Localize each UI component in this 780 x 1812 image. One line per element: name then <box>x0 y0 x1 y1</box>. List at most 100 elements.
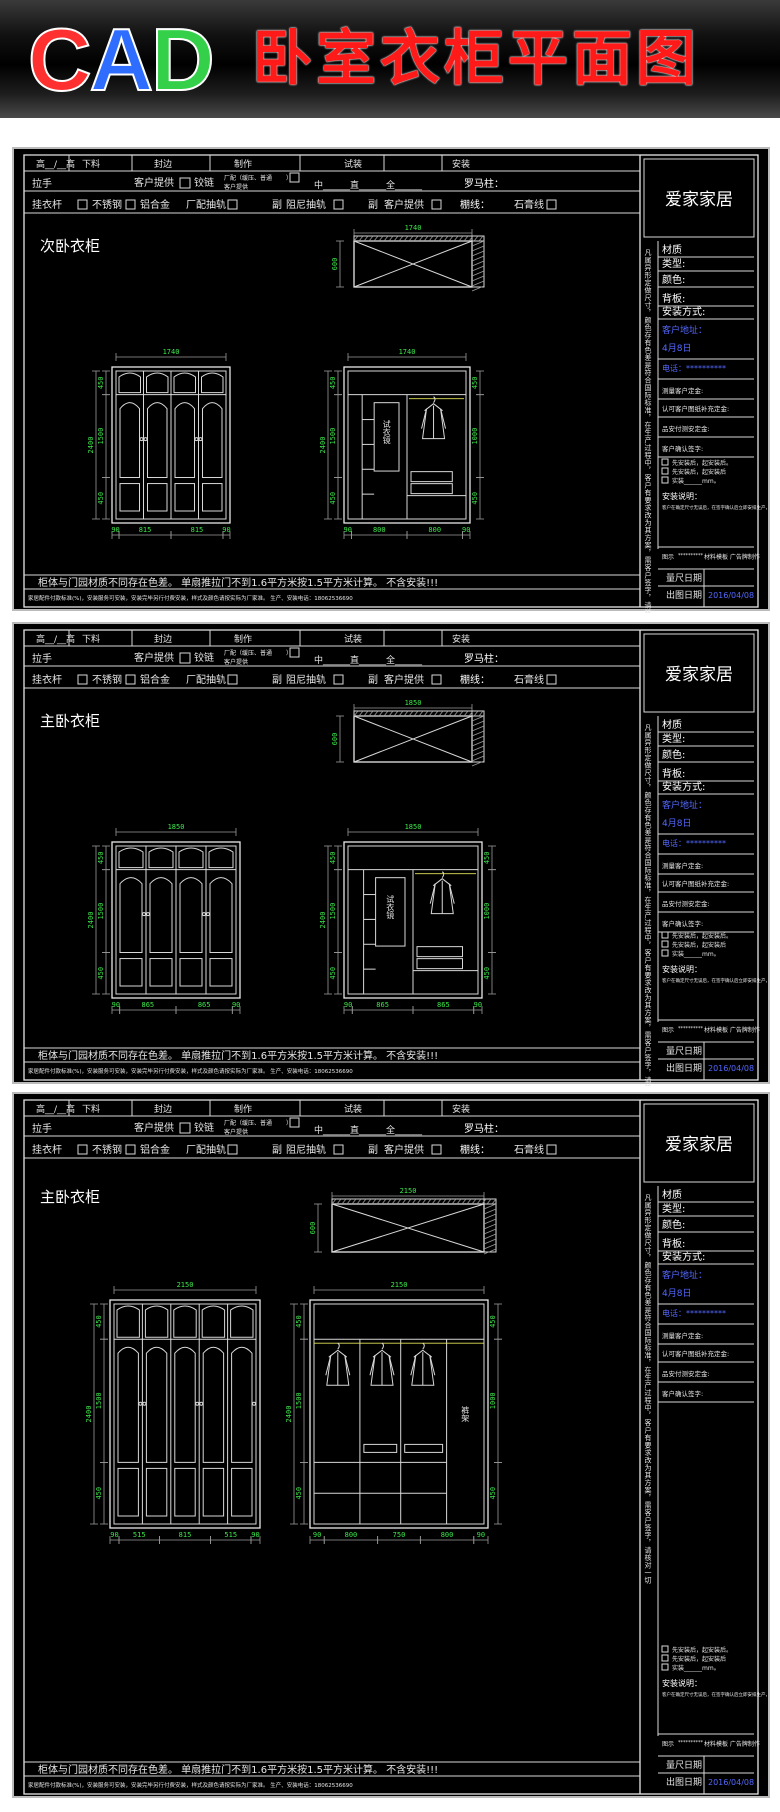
door-mid-panel <box>119 877 143 954</box>
hatch <box>483 1208 497 1215</box>
aluminum-label: 铝合金 <box>140 1143 170 1156</box>
dim-label: 1850 <box>405 823 422 831</box>
roman-column-label: 罗马柱： <box>464 652 504 665</box>
damper-rail-label: 阻尼抽轨 <box>286 1143 326 1156</box>
dim-label: 90 <box>110 1531 118 1539</box>
hatch <box>383 710 389 717</box>
dim-label: 2150 <box>177 1281 194 1289</box>
hatch <box>483 1243 497 1250</box>
hatch <box>408 235 414 242</box>
hatch <box>483 1228 497 1235</box>
dim-label: 800 <box>428 526 441 534</box>
dim-label: 1500 <box>329 428 337 445</box>
checkbox <box>77 1144 88 1155</box>
spec-label-1: 类型: <box>662 257 685 270</box>
room-title: 主卧衣柜 <box>40 1188 100 1206</box>
door-bottom-panel <box>209 958 233 987</box>
spec-row-3: 客户确认签字: <box>662 444 703 453</box>
spec-label-3: 背板: <box>662 767 685 780</box>
dim-label: 90 <box>111 526 119 534</box>
sign-stars: ********** <box>678 553 704 559</box>
hatch <box>471 265 485 272</box>
checkbox <box>546 674 557 685</box>
dim-label: 1500 <box>97 903 105 920</box>
checkbox <box>227 1144 238 1155</box>
company-box <box>643 1103 755 1183</box>
dim-label: 600 <box>331 258 339 271</box>
door-mid-panel <box>231 1346 253 1463</box>
spec-label-2: 颜色: <box>662 748 685 761</box>
spec-label-3: 背板: <box>662 292 685 305</box>
dim-label: 90 <box>112 1001 120 1009</box>
checkbox <box>661 940 669 948</box>
note-2: 家居配件付款标准(%)，安装服务可安装，安装完毕另行付费安装，样式及颜色请按实际… <box>28 594 353 602</box>
hatch <box>433 710 439 717</box>
dim-label: 2400 <box>85 1406 93 1423</box>
door-bottom-panel <box>202 1467 225 1517</box>
checkbox <box>661 1654 669 1662</box>
dim-label: 2400 <box>319 437 327 454</box>
sign-stars: ********** <box>678 1740 704 1746</box>
hatch <box>468 235 474 242</box>
dim-label: 1850 <box>168 823 185 831</box>
hatch <box>336 1198 342 1205</box>
hatch <box>406 1198 412 1205</box>
form-stage-0: 高__/__高 <box>36 158 75 170</box>
door-knob <box>202 912 206 917</box>
door-top-panel <box>118 847 144 869</box>
dim-label: 450 <box>329 492 337 505</box>
dim-label: 450 <box>489 1315 497 1328</box>
door-mid-panel <box>179 877 203 954</box>
spec-row-1: 认可客户图纸补充定金: <box>662 404 729 413</box>
door-bottom-panel <box>117 1467 139 1517</box>
door-bottom-panel <box>119 958 143 987</box>
damper-unit: 副 <box>368 1144 378 1156</box>
dim-label: 1500 <box>295 1392 303 1409</box>
stainless-label: 不锈钢 <box>92 1143 122 1156</box>
door-mid-panel <box>202 402 223 479</box>
sign-label: 图示 <box>662 1027 674 1034</box>
form-stage-2: 封边 <box>154 1103 172 1115</box>
dim-label: 1000 <box>471 428 479 445</box>
door-mid-panel <box>174 402 195 479</box>
dim-label: 515 <box>133 1531 146 1539</box>
dim-label: 800 <box>373 526 386 534</box>
door-top-panel <box>173 1305 197 1338</box>
hatch <box>418 235 424 242</box>
handle-label: 拉手 <box>32 652 52 665</box>
coat-sleeve <box>440 408 447 429</box>
door-bottom-panel <box>119 483 140 512</box>
stainless-label: 不锈钢 <box>92 673 122 686</box>
form-stage-2: 封边 <box>154 158 172 170</box>
hatch <box>471 280 485 287</box>
hanger-hook <box>441 871 445 878</box>
notice-text: 客户在确定尺寸无误后，在签字确认后立即安排生产，生产完毕后由厂家负责送货上门安装… <box>662 977 768 984</box>
checkbox <box>333 674 344 685</box>
door-top-panel <box>201 372 224 394</box>
hatch <box>453 710 459 717</box>
hatch <box>436 1198 442 1205</box>
hatch <box>403 710 409 717</box>
hatch <box>448 235 454 242</box>
form-stage-1: 下料 <box>82 1103 100 1115</box>
checkbox <box>227 674 238 685</box>
dim-label: 450 <box>295 1487 303 1500</box>
door-mid-panel <box>117 1346 139 1463</box>
door-bottom-panel <box>149 958 173 987</box>
door-top-panel <box>230 1305 254 1338</box>
door-top-panel <box>178 847 204 869</box>
molding-label: 棚线： <box>460 1143 490 1156</box>
plan-diag <box>353 240 473 288</box>
checkbox <box>661 931 669 939</box>
hanger-label: 挂衣杆 <box>32 673 62 686</box>
dim-label: 1500 <box>329 903 337 920</box>
door-knob <box>146 912 150 917</box>
hatch <box>361 1198 367 1205</box>
checkbox <box>125 674 136 685</box>
sign-value: 材料模板 广告牌制作 <box>704 1026 760 1034</box>
checkbox <box>125 199 136 210</box>
front-outline <box>111 841 241 999</box>
form-stage-4: 试装 <box>344 1103 362 1115</box>
hatch <box>458 710 464 717</box>
front-outline <box>111 366 231 524</box>
